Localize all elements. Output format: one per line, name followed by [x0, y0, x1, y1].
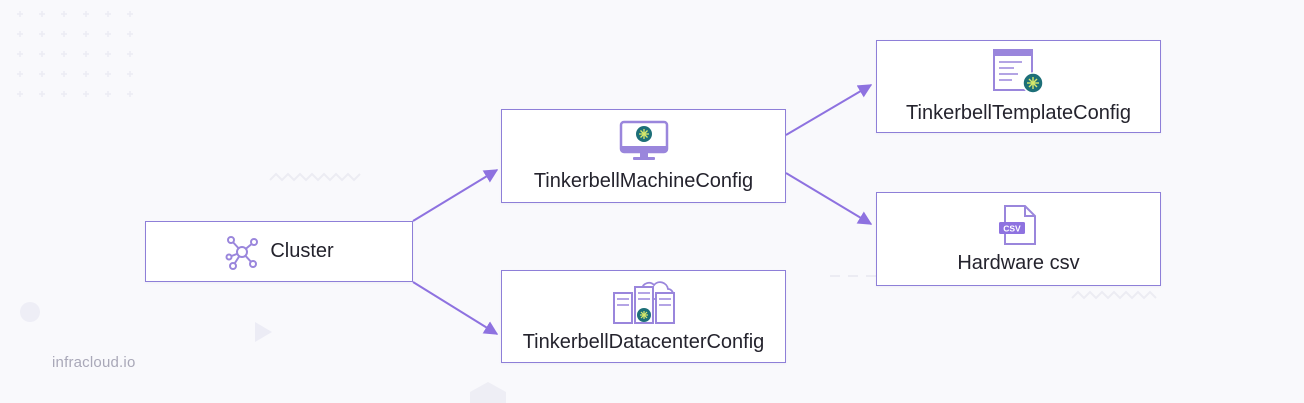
node-cluster[interactable]: Cluster	[145, 221, 413, 282]
node-label-cluster: Cluster	[270, 240, 334, 262]
edge-machine-to-template	[785, 84, 873, 136]
node-tinkerbell-machine-config[interactable]: TinkerbellMachineConfig	[501, 109, 786, 203]
edge-machine-to-hardware	[785, 172, 873, 225]
node-tinkerbell-template-config[interactable]: TinkerbellTemplateConfig	[876, 40, 1161, 133]
csv-file-icon: CSV	[998, 204, 1036, 245]
monitor-icon	[619, 120, 668, 160]
node-tinkerbell-datacenter-config[interactable]: TinkerbellDatacenterConfig	[501, 270, 786, 363]
servers-cloud-icon	[612, 281, 675, 324]
node-hardware-csv[interactable]: CSV Hardware csv	[876, 192, 1161, 286]
node-label-datacenter-config: TinkerbellDatacenterConfig	[522, 331, 765, 353]
watermark: infracloud.io	[52, 354, 136, 371]
node-label-machine-config: TinkerbellMachineConfig	[533, 169, 754, 192]
csv-badge-text: CSV	[1003, 223, 1021, 233]
edge-cluster-to-datacenter	[412, 281, 499, 335]
edge-cluster-to-machine	[412, 169, 499, 222]
node-label-template-config: TinkerbellTemplateConfig	[906, 102, 1131, 124]
node-label-hardware-csv: Hardware csv	[957, 251, 1080, 274]
template-document-icon	[992, 49, 1044, 94]
cluster-network-icon	[225, 235, 259, 270]
